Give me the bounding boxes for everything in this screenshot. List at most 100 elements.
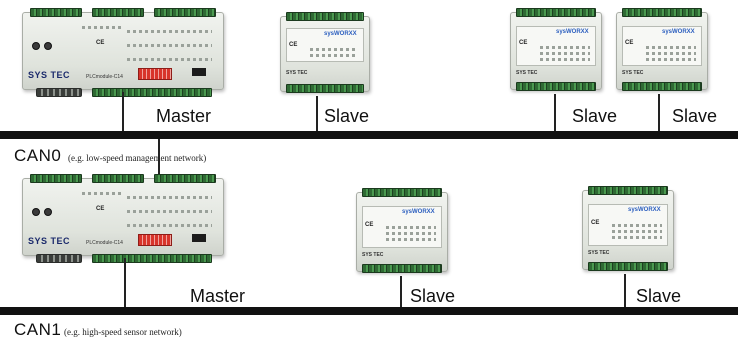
top-terminal-block [92,174,144,183]
bus-name-can0: CAN0 [14,146,62,165]
ce-mark: CE [591,220,600,226]
bus-description-can1: (e.g. high-speed sensor network) [64,327,182,337]
rotary-switch [32,208,40,216]
role-label-slave: Slave [410,286,456,306]
brand-logo: SYS TEC [588,250,610,256]
top-terminal-block [30,8,82,17]
bus-drop-line [658,94,660,131]
plc-body [22,178,224,256]
top-terminal-block [588,186,668,195]
io-slave-can1-1: CE sysWORXX SYS TEC [356,188,448,276]
led-row [612,230,662,233]
can1-bus-line [0,307,738,315]
bus-description-can0: (e.g. low-speed management network) [68,153,207,163]
display-window [192,234,206,242]
dip-switch [138,68,172,80]
bottom-terminal-block [622,82,702,91]
bus-drop-line [122,92,124,131]
role-label-master: Master [190,286,246,306]
product-name: sysWORXX [662,29,695,35]
can0-bus-line [0,131,738,139]
product-name: sysWORXX [628,207,661,213]
rotary-switch [44,208,52,216]
plc-master-can1: CE SYS TEC PLCmodule-C14 [22,174,224,263]
led-row [127,224,212,227]
ce-mark: CE [96,206,105,212]
brand-logo: SYS TEC [362,252,384,258]
led-row [127,210,212,213]
bus-name-can1: CAN1 [14,320,62,339]
bottom-connector [36,254,82,263]
bus-drop-line [124,258,126,307]
role-label-master: Master [156,106,212,126]
brand-logo: SYS TEC [28,236,71,246]
top-terminal-block [30,174,82,183]
bus-drop-line [624,274,626,307]
top-terminal-block [92,8,144,17]
bus-drop-line [158,138,160,174]
led-row [646,46,696,49]
led-row [540,46,590,49]
model-label: PLCmodule-C14 [86,74,123,80]
role-label-slave: Slave [572,106,618,126]
bottom-terminal-block [516,82,596,91]
top-terminal-block [362,188,442,197]
ce-mark: CE [365,222,374,228]
io-slave-can0-1: CE sysWORXX SYS TEC [280,12,370,96]
led-row [386,232,436,235]
bottom-connector [36,88,82,97]
bottom-terminal-block [362,264,442,273]
led-row [310,54,358,57]
bus-drop-line [316,96,318,131]
top-terminal-block [286,12,364,21]
brand-logo: SYS TEC [516,70,538,76]
display-window [192,68,206,76]
led-row [612,236,662,239]
role-label-slave: Slave [324,106,370,126]
led-row [127,196,212,199]
top-terminal-block [622,8,702,17]
bottom-terminal-block [286,84,364,93]
brand-logo: SYS TEC [286,70,308,76]
model-label: PLCmodule-C14 [86,240,123,246]
brand-logo: SYS TEC [622,70,644,76]
led-row [82,192,122,195]
product-name: sysWORXX [324,31,357,37]
io-slave-can0-3: CE sysWORXX SYS TEC [616,8,708,94]
bottom-terminal-block [92,88,212,97]
top-terminal-block [516,8,596,17]
bottom-terminal-block [92,254,212,263]
led-row [127,30,212,33]
led-row [386,238,436,241]
role-label-slave: Slave [636,286,682,306]
bus-drop-line [400,276,402,307]
led-row [310,48,358,51]
top-terminal-block [154,174,216,183]
led-row [127,58,212,61]
role-label-slave: Slave [672,106,718,126]
led-row [127,44,212,47]
product-name: sysWORXX [402,209,435,215]
ce-mark: CE [519,40,528,46]
bus-drop-line [554,94,556,131]
led-row [540,52,590,55]
ce-mark: CE [625,40,634,46]
rotary-switch [32,42,40,50]
led-row [386,226,436,229]
product-name: sysWORXX [556,29,589,35]
ce-mark: CE [96,40,105,46]
led-row [612,224,662,227]
led-row [646,58,696,61]
bottom-terminal-block [588,262,668,271]
led-row [82,26,122,29]
led-row [540,58,590,61]
led-row [646,52,696,55]
io-slave-can1-2: CE sysWORXX SYS TEC [582,186,674,274]
dip-switch [138,234,172,246]
ce-mark: CE [289,42,298,48]
io-slave-can0-2: CE sysWORXX SYS TEC [510,8,602,94]
brand-logo: SYS TEC [28,70,71,80]
top-terminal-block [154,8,216,17]
rotary-switch [44,42,52,50]
